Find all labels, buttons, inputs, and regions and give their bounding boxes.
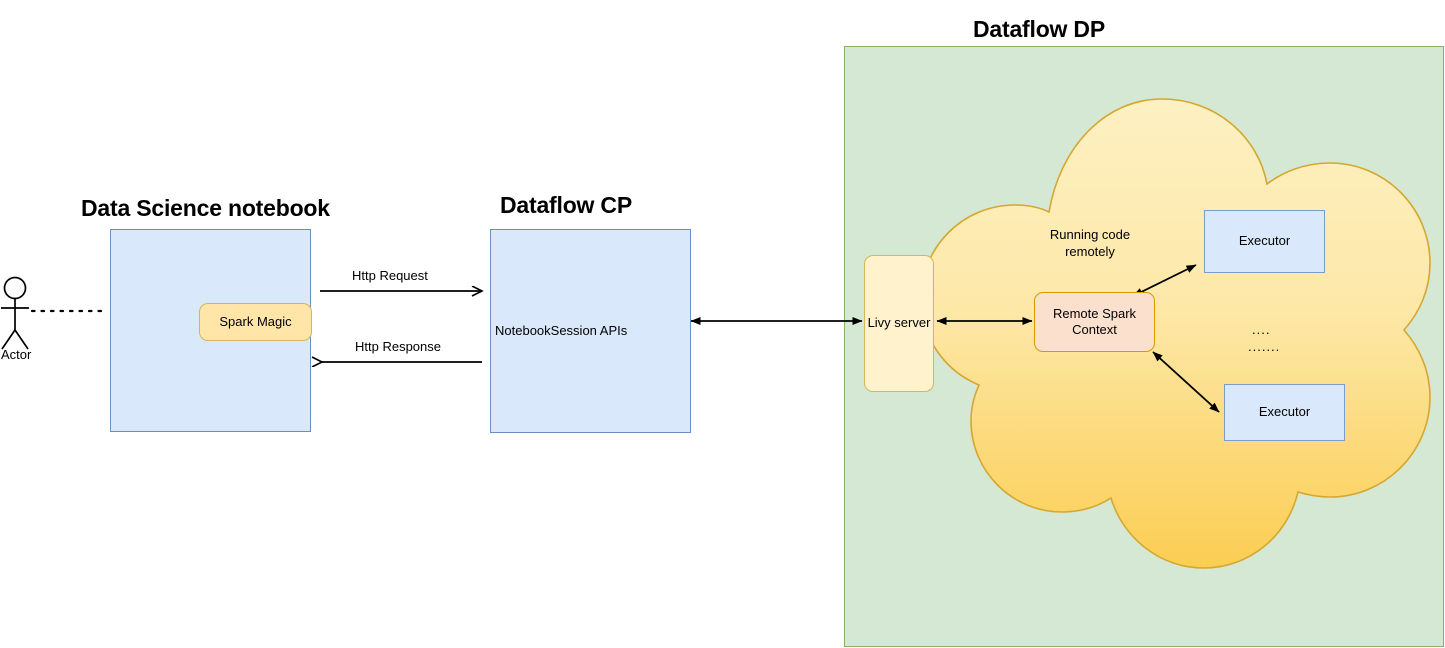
title-dataflow-dp: Dataflow DP [973,16,1105,42]
spark-magic-box[interactable]: Spark Magic [199,303,312,341]
title-data-science-notebook: Data Science notebook [81,195,330,221]
spark-magic-label: Spark Magic [219,313,292,329]
ellipsis-lower: ....... [1248,339,1281,354]
actor-icon [1,276,29,350]
ellipsis-upper: .... [1252,322,1271,337]
dataflow-cp-box: NotebookSession APIs [490,229,691,433]
http-response-label: Http Response [355,339,441,354]
http-request-label: Http Request [352,268,428,283]
livy-server-box[interactable]: Livy server [864,255,934,392]
title-dataflow-cp: Dataflow CP [500,192,632,218]
livy-server-label: Livy server [867,315,931,331]
remote-spark-context-box[interactable]: Remote Spark Context [1034,292,1155,352]
running-code-remotely-label: Running code remotely [1049,227,1131,259]
remote-spark-context-label: Remote Spark Context [1052,305,1137,337]
executor-top-label: Executor [1238,233,1291,249]
executor-top-box[interactable]: Executor [1204,210,1325,273]
executor-bottom-label: Executor [1258,404,1311,420]
actor-label: Actor [1,347,32,362]
executor-bottom-box[interactable]: Executor [1224,384,1345,441]
notebooksession-apis-label: NotebookSession APIs [495,322,628,338]
